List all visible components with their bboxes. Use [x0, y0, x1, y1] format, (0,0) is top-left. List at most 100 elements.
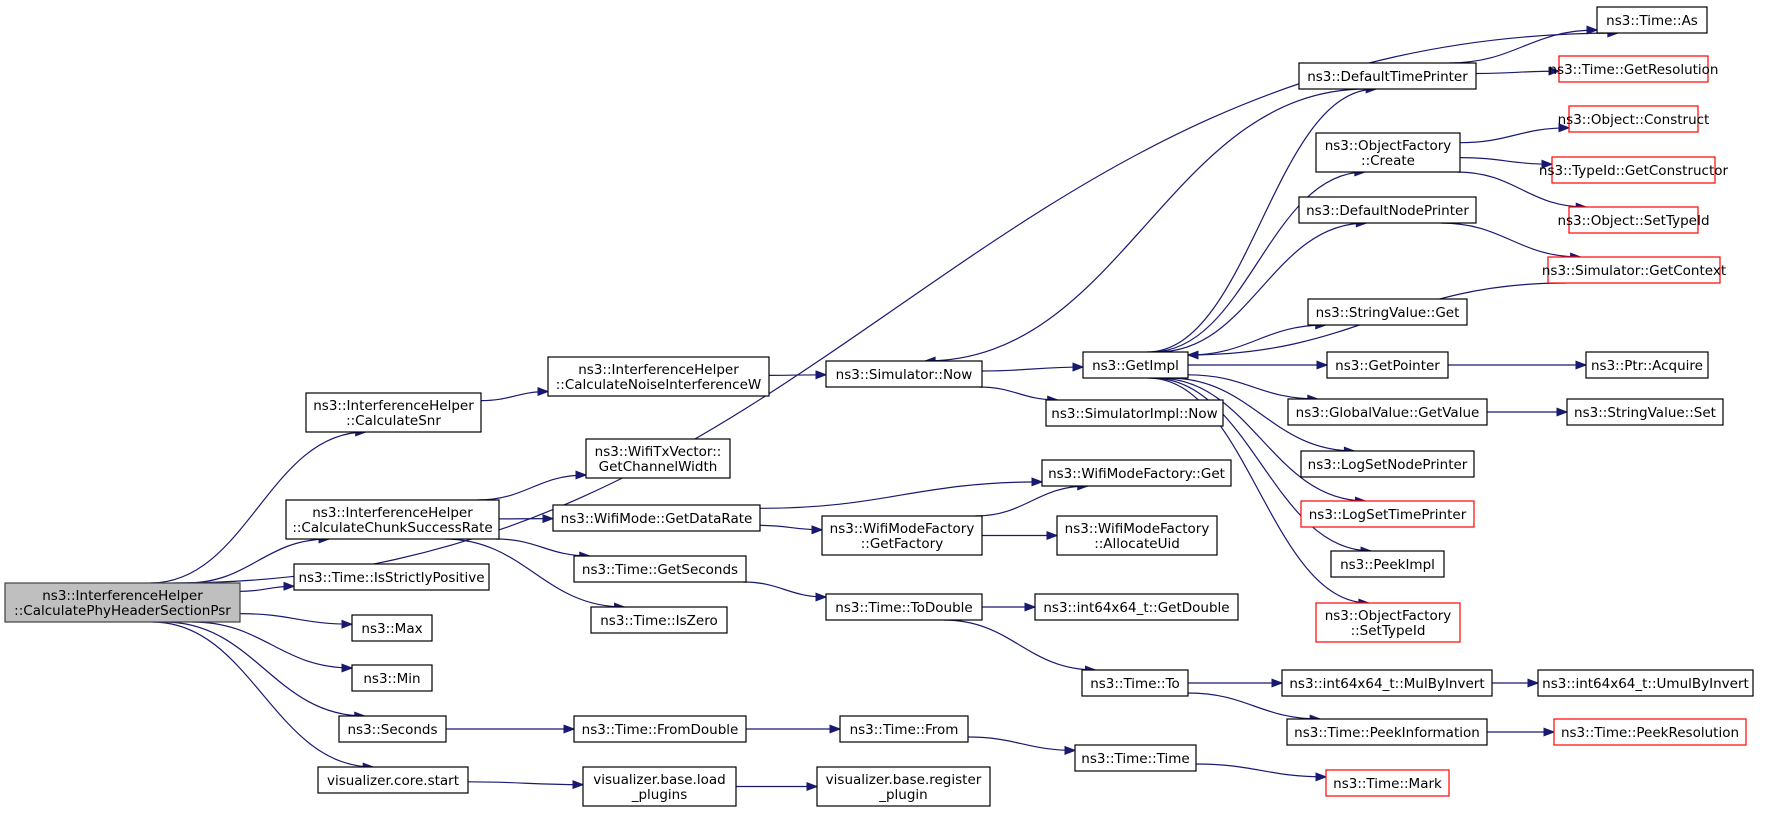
arrowhead — [341, 663, 354, 673]
edge-interference_chunk-to-tx_channel_width — [477, 470, 588, 501]
node-time_from[interactable]: ns3::Time::From — [839, 715, 969, 743]
edge-root-to-max — [239, 613, 354, 629]
node-mul_by_invert[interactable]: ns3::int64x64_t::MulByInvert — [1281, 669, 1493, 697]
node-noise_interference[interactable]: ns3::InterferenceHelper::CalculateNoiseI… — [547, 356, 770, 397]
node-mode_factory_get[interactable]: ns3::WifiModeFactory::Get — [1041, 459, 1232, 487]
node-box — [1082, 351, 1189, 379]
arrowhead — [283, 581, 296, 591]
node-label: ::CalculatePhyHeaderSectionPsr — [14, 603, 231, 619]
edge-interference_chunk-to-get_data_rate — [498, 514, 555, 524]
node-label: ns3::Ptr::Acquire — [1591, 358, 1703, 374]
edge-root-to-viz_start — [152, 621, 375, 772]
node-label: ns3::PeekImpl — [1340, 557, 1435, 573]
node-to_double[interactable]: ns3::Time::ToDouble — [825, 593, 983, 621]
node-mode_factory_get_factory[interactable]: ns3::WifiModeFactory::GetFactory — [821, 515, 983, 556]
node-box — [317, 766, 469, 794]
arrowhead — [829, 724, 842, 734]
node-time_mark[interactable]: ns3::Time::Mark — [1325, 769, 1450, 797]
node-object_construct[interactable]: ns3::Object::Construct — [1558, 105, 1710, 133]
node-get_pointer[interactable]: ns3::GetPointer — [1326, 351, 1449, 379]
node-simulator_impl_now[interactable]: ns3::SimulatorImpl::Now — [1045, 399, 1224, 427]
node-peek_information[interactable]: ns3::Time::PeekInformation — [1286, 718, 1488, 746]
edge-root-to-is_strictly_positive — [239, 581, 296, 592]
arrowhead — [1541, 159, 1554, 169]
node-label: ns3::Object::Construct — [1558, 112, 1710, 128]
node-get_data_rate[interactable]: ns3::WifiMode::GetDataRate — [552, 504, 761, 532]
node-label: ns3::GlobalValue::GetValue — [1296, 405, 1480, 421]
node-box — [1568, 206, 1699, 234]
node-time_time[interactable]: ns3::Time::Time — [1074, 744, 1197, 772]
node-log_set_node_printer[interactable]: ns3::LogSetNodePrinter — [1300, 450, 1475, 478]
node-log_set_time_printer[interactable]: ns3::LogSetTimePrinter — [1300, 500, 1475, 528]
node-from_double[interactable]: ns3::Time::FromDouble — [573, 715, 747, 743]
node-string_value_set[interactable]: ns3::StringValue::Set — [1566, 398, 1724, 426]
node-box — [816, 766, 991, 807]
node-ptr_acquire[interactable]: ns3::Ptr::Acquire — [1585, 351, 1709, 379]
node-box — [585, 438, 731, 479]
node-viz_start[interactable]: visualizer.core.start — [317, 766, 469, 794]
node-object_set_type_id[interactable]: ns3::Object::SetTypeId — [1557, 206, 1710, 234]
node-min[interactable]: ns3::Min — [351, 664, 433, 692]
node-interference_snr[interactable]: ns3::InterferenceHelper::CalculateSnr — [305, 392, 482, 433]
node-interference_chunk[interactable]: ns3::InterferenceHelper::CalculateChunkS… — [285, 499, 500, 540]
node-global_value_get[interactable]: ns3::GlobalValue::GetValue — [1287, 398, 1488, 426]
node-box — [1553, 718, 1747, 746]
node-label: ns3::GetImpl — [1092, 358, 1179, 374]
node-box — [582, 766, 737, 807]
node-peek_resolution[interactable]: ns3::Time::PeekResolution — [1553, 718, 1747, 746]
node-box — [1298, 62, 1477, 90]
node-label: ns3::InterferenceHelper — [42, 588, 203, 604]
node-simulator_get_context[interactable]: ns3::Simulator::GetContext — [1542, 256, 1726, 284]
node-time_as[interactable]: ns3::Time::As — [1596, 6, 1708, 34]
node-label: ::GetFactory — [861, 536, 943, 552]
arrowhead — [1556, 407, 1569, 417]
node-root[interactable]: ns3::InterferenceHelper::CalculatePhyHea… — [4, 582, 241, 623]
node-object_factory_set_type_id[interactable]: ns3::ObjectFactory::SetTypeId — [1315, 602, 1461, 643]
arrowhead — [572, 780, 585, 790]
node-time_get_resolution[interactable]: ns3::Time::GetResolution — [1548, 55, 1719, 83]
node-get_impl[interactable]: ns3::GetImpl — [1082, 351, 1189, 379]
node-label: ns3::WifiModeFactory — [1065, 521, 1210, 537]
node-tx_channel_width[interactable]: ns3::WifiTxVector::GetChannelWidth — [585, 438, 731, 479]
edge-interference_snr-to-noise_interference — [480, 386, 550, 402]
edge-global_value_get-to-string_value_set — [1487, 407, 1569, 417]
node-label: ns3::LogSetNodePrinter — [1308, 457, 1468, 473]
node-default_time_printer[interactable]: ns3::DefaultTimePrinter — [1298, 62, 1477, 90]
node-label: ns3::Simulator::Now — [836, 367, 973, 383]
node-label: ns3::InterferenceHelper — [313, 398, 474, 414]
node-is_zero[interactable]: ns3::Time::IsZero — [590, 606, 728, 634]
node-default_node_printer[interactable]: ns3::DefaultNodePrinter — [1298, 196, 1477, 224]
node-allocate_uid[interactable]: ns3::WifiModeFactory::AllocateUid — [1056, 515, 1218, 556]
node-register_plugin[interactable]: visualizer.base.register_plugin — [816, 766, 991, 807]
node-time_to[interactable]: ns3::Time::To — [1081, 669, 1189, 697]
node-umul_by_invert[interactable]: ns3::int64x64_t::UmulByInvert — [1537, 669, 1754, 697]
edge-root-to-seconds — [164, 621, 367, 721]
node-box — [547, 356, 770, 397]
node-get_seconds[interactable]: ns3::Time::GetSeconds — [573, 555, 747, 583]
node-box — [1307, 298, 1468, 326]
node-type_id_get_constructor[interactable]: ns3::TypeId::GetConstructor — [1539, 156, 1729, 184]
node-peek_impl[interactable]: ns3::PeekImpl — [1330, 550, 1445, 578]
node-load_plugins[interactable]: visualizer.base.load_plugins — [582, 766, 737, 807]
node-label: _plugins — [631, 787, 688, 803]
edge-default_time_printer-to-time_as — [1448, 25, 1599, 64]
node-simulator_now[interactable]: ns3::Simulator::Now — [825, 360, 983, 388]
arrowhead — [811, 525, 824, 535]
node-object_factory_create[interactable]: ns3::ObjectFactory::Create — [1315, 132, 1461, 173]
node-label: ns3::Time::FromDouble — [582, 722, 739, 738]
node-label: ns3::int64x64_t::GetDouble — [1043, 600, 1229, 616]
edge-root-to-min — [192, 621, 354, 673]
edge-simulator_now-to-get_impl — [981, 362, 1085, 372]
node-string_value_get[interactable]: ns3::StringValue::Get — [1307, 298, 1468, 326]
node-is_strictly_positive[interactable]: ns3::Time::IsStrictlyPositive — [293, 563, 490, 591]
edge-noise_interference-to-simulator_now — [768, 370, 828, 380]
node-label: ns3::LogSetTimePrinter — [1309, 507, 1467, 523]
edge-get_pointer-to-ptr_acquire — [1448, 360, 1588, 370]
node-max[interactable]: ns3::Max — [351, 614, 433, 642]
node-seconds[interactable]: ns3::Seconds — [338, 715, 447, 743]
nodes-layer: ns3::InterferenceHelper::CalculatePhyHea… — [4, 6, 1754, 807]
node-int64_get_double[interactable]: ns3::int64x64_t::GetDouble — [1034, 593, 1239, 621]
edge-to_double-to-int64_get_double — [981, 602, 1037, 612]
node-box — [1325, 769, 1450, 797]
